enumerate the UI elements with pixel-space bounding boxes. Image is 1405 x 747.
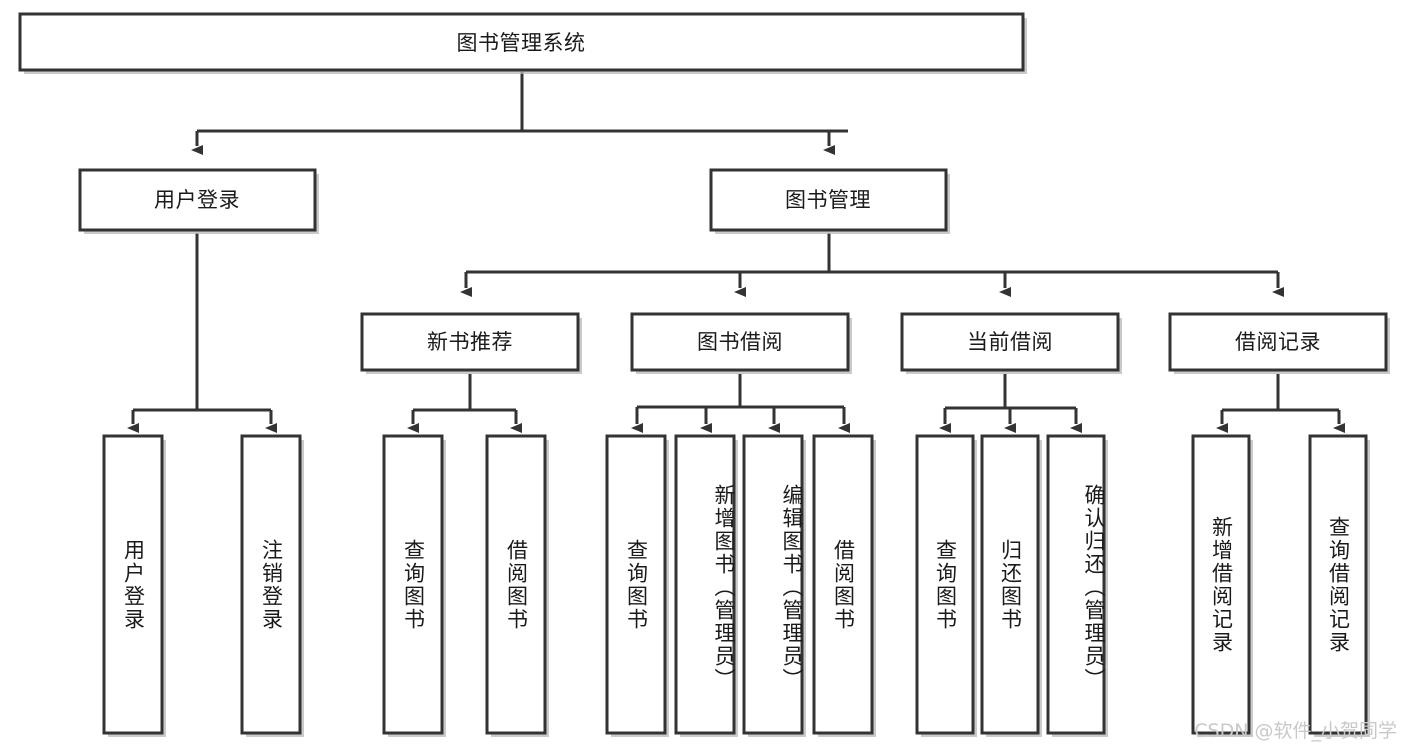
node-book-borrow[interactable]: 图书借阅 (630, 312, 852, 374)
node-book-borrow-label: 图书借阅 (697, 330, 783, 354)
node-user-login-label: 用户登录 (154, 188, 240, 212)
leaf-box-book-borrow-1[interactable] (674, 434, 738, 737)
connector-root-to-level2 (191, 72, 848, 155)
leaf-box-book-borrow-2[interactable] (742, 434, 806, 737)
connector-bookmgmt-to-level3 (460, 233, 1284, 297)
csdn-watermark: CSDN @软件_小贺同学 (1194, 720, 1397, 742)
leaf-box-current-borrow-0[interactable] (915, 434, 977, 737)
node-root-label: 图书管理系统 (457, 31, 586, 55)
node-root[interactable]: 图书管理系统 (18, 12, 1027, 74)
node-book-management-label: 图书管理 (785, 188, 871, 212)
leaf-box-borrow-record-1[interactable] (1308, 434, 1370, 737)
leaf-box-borrow-record-0[interactable] (1191, 434, 1253, 737)
leaf-box-user-login-1[interactable] (240, 434, 304, 737)
connector-userlogin-to-leaves (127, 233, 277, 433)
leaf-box-new-book-0[interactable] (382, 434, 446, 737)
node-current-borrow-label: 当前借阅 (967, 330, 1053, 354)
node-new-book-recommend-label: 新书推荐 (427, 330, 513, 354)
node-borrow-record-label: 借阅记录 (1235, 330, 1321, 354)
node-book-management[interactable]: 图书管理 (709, 168, 950, 234)
connector-newbook-to-leaves (407, 374, 522, 433)
connector-currentborrow-to-leaves (939, 374, 1082, 433)
connector-borrowrecord-to-leaves (1216, 374, 1345, 433)
leaf-box-user-login-0[interactable] (102, 434, 166, 737)
connector-bookborrow-to-leaves (631, 374, 850, 433)
leaf-box-book-borrow-0[interactable] (605, 434, 669, 737)
leaf-box-current-borrow-2[interactable] (1046, 434, 1108, 737)
node-new-book-recommend[interactable]: 新书推荐 (360, 312, 582, 374)
leaf-box-current-borrow-1[interactable] (980, 434, 1042, 737)
node-borrow-record[interactable]: 借阅记录 (1168, 312, 1390, 374)
node-user-login[interactable]: 用户登录 (78, 168, 319, 234)
leaf-box-new-book-1[interactable] (485, 434, 549, 737)
node-current-borrow[interactable]: 当前借阅 (900, 312, 1122, 374)
leaf-box-book-borrow-3[interactable] (812, 434, 876, 737)
